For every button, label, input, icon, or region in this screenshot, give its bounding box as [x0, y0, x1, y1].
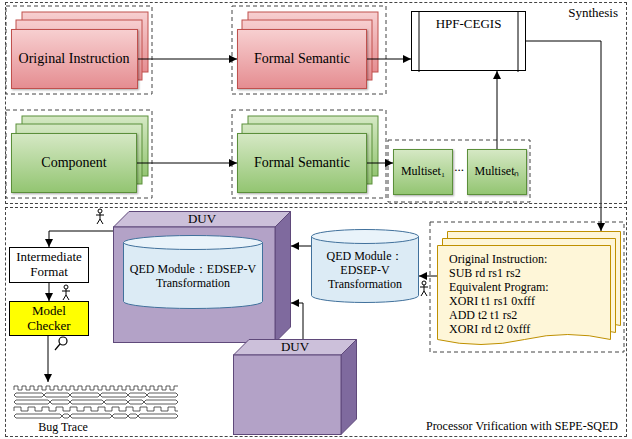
box-label: Original Instruction — [19, 51, 130, 67]
box-label: Formal Semantic — [254, 51, 350, 67]
shape-part — [312, 230, 419, 244]
text-area: Multiset₁ — [397, 153, 449, 191]
waveform-trace — [14, 386, 178, 418]
program-document: Original Instruction:SUB rd rs1 rs2Equiv… — [437, 231, 621, 349]
code-line: XORI rd t2 0xfff — [449, 322, 530, 336]
multiset-box: Multiset₁ — [393, 149, 453, 195]
shape-part — [234, 355, 342, 435]
flow-arrow — [419, 276, 437, 277]
box-label: DUV — [188, 212, 216, 227]
flow-arrow — [137, 163, 237, 164]
box-label: DUV — [281, 340, 309, 355]
box-label: QED Module：EDSEP-V Transformation — [316, 250, 414, 291]
box-label: Model Checker — [13, 304, 85, 334]
duv-block: DUV QED Module：EDSEP-V Transformation — [113, 211, 291, 343]
flow-arrow — [367, 163, 393, 164]
ellipsis: ... — [452, 160, 466, 175]
format-box: Intermediate Format — [9, 247, 89, 283]
qed-module-cylinder: QED Module：EDSEP-V Transformation — [123, 235, 263, 309]
text-area: HPF-CEGIS — [424, 17, 513, 65]
semantic-card: Formal Semantic — [237, 29, 367, 89]
box-label: Multisetₙ — [474, 165, 519, 179]
flow-arrow — [48, 329, 49, 382]
dashed-group — [6, 6, 624, 352]
flow-arrow — [497, 71, 498, 149]
waveform-trace — [14, 407, 178, 411]
flow-arrow — [49, 283, 50, 301]
code-line: Original Instruction: — [449, 252, 547, 266]
text-area: DUV — [249, 339, 341, 355]
box-label: HPF-CEGIS — [436, 17, 502, 32]
region-title: Processor Vrification with SEPE-SQED — [426, 420, 618, 434]
semantic-card: Formal Semantic — [237, 133, 367, 193]
shape-part — [312, 236, 419, 303]
code-line: SUB rd rs1 rs2 — [449, 266, 521, 280]
box-label: Intermediate Format — [13, 250, 85, 280]
text-area: Formal Semantic — [244, 138, 360, 188]
multiset-box: Multisetₙ — [467, 149, 527, 195]
text-area: Model Checker — [13, 305, 85, 332]
model-checker-box: Model Checker — [9, 301, 89, 336]
shape-part — [234, 340, 357, 356]
text-area: QED Module：EDSEP-V Transformation — [128, 249, 258, 305]
text-area: QED Module：EDSEP-V Transformation — [316, 243, 414, 299]
code-line: Equivalent Program: — [449, 280, 549, 294]
trace-caption: Bug Trace — [28, 421, 98, 435]
shape-part — [124, 236, 263, 250]
flow-arrow — [526, 41, 601, 231]
shape-part — [114, 227, 276, 343]
qed-module-cylinder: QED Module：EDSEP-V Transformation — [311, 229, 419, 303]
shape-part — [114, 212, 291, 228]
flow-arrow — [49, 231, 113, 247]
waveform-trace — [14, 386, 178, 390]
text-area: Intermediate Format — [13, 251, 85, 279]
magnifier-icon — [55, 337, 67, 350]
region-title: Synthesis — [568, 6, 618, 21]
shape-part — [419, 12, 420, 72]
box-label: Component — [41, 155, 106, 171]
code-line: XORI t1 rs1 0xfff — [449, 294, 535, 308]
shape-part — [124, 242, 263, 309]
synthesis-region: SynthesisOriginal InstructionFormal Sema… — [5, 2, 627, 204]
box-label: Multiset₁ — [401, 165, 445, 179]
flow-arrow — [138, 59, 238, 60]
box-label: Formal Semantic — [254, 155, 350, 171]
shape-part — [518, 12, 519, 72]
flow-arrow — [291, 303, 303, 339]
waveform-trace — [14, 414, 178, 418]
text-area: Formal Semantic — [244, 34, 360, 84]
box-label: QED Module：EDSEP-V Transformation — [128, 263, 258, 291]
waveform-trace — [14, 393, 178, 397]
text-area: Multisetₙ — [471, 153, 523, 191]
shape-part — [438, 246, 611, 345]
text-area: Component — [18, 138, 130, 188]
instruction-card: Original Instruction — [11, 29, 138, 89]
synthesizer-box: HPF-CEGIS — [411, 11, 526, 71]
waveform-trace — [14, 400, 178, 404]
code-line: ADD t2 t1 rs2 — [449, 308, 517, 322]
text-area: Original Instruction:SUB rd rs1 rs2Equiv… — [449, 252, 601, 337]
shape-part — [275, 212, 291, 343]
verification-region: Processor Vrification with SEPE-SQED Inte… — [5, 207, 627, 437]
shape-part — [341, 340, 357, 435]
component-card: Component — [11, 133, 137, 193]
duv-block: DUV — [233, 339, 357, 435]
flow-arrow — [291, 246, 311, 247]
text-area: Original Instruction — [18, 34, 131, 84]
text-area: DUV — [129, 211, 275, 227]
flow-arrow — [367, 59, 411, 60]
